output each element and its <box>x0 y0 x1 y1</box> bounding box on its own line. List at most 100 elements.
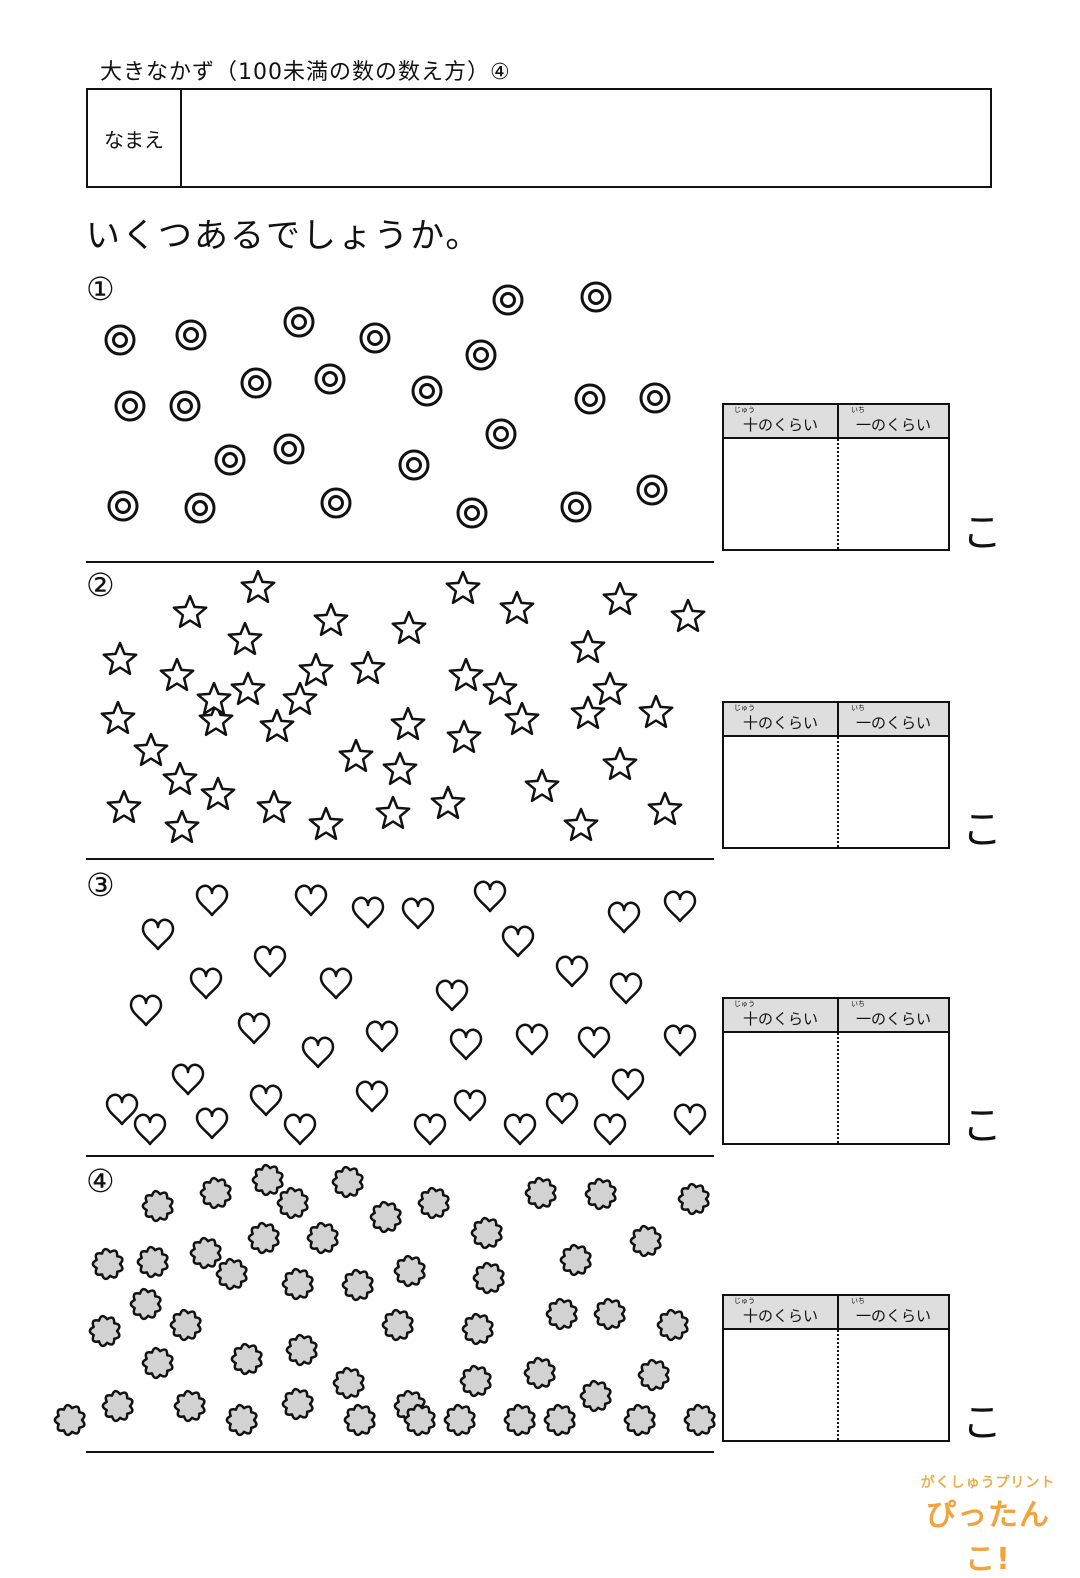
name-box: なまえ <box>86 88 992 188</box>
star-icon <box>382 751 418 786</box>
double-circle-inner-icon <box>222 452 238 468</box>
heart-icon <box>129 994 163 1027</box>
cloud-blob-icon <box>169 1308 202 1342</box>
star-icon <box>602 746 638 781</box>
double-circle-inner-icon <box>464 505 480 521</box>
answer-table-header: じゅう十のくらい いち一のくらい <box>724 999 948 1033</box>
star-icon <box>172 594 208 629</box>
cloud-blob-icon <box>91 1247 124 1281</box>
double-circle-inner-icon <box>588 289 604 305</box>
star-icon <box>391 610 427 645</box>
star-icon <box>350 650 386 685</box>
double-circle-inner-icon <box>419 383 435 399</box>
heart-icon <box>171 1063 205 1096</box>
heart-icon <box>355 1080 389 1113</box>
cloud-blob-icon <box>88 1314 121 1348</box>
cloud-blob-icon <box>276 1186 309 1220</box>
section-divider <box>86 858 714 860</box>
name-label: なまえ <box>88 90 182 186</box>
heart-icon <box>545 1092 579 1125</box>
star-icon <box>563 807 599 842</box>
double-circle-inner-icon <box>322 371 338 387</box>
star-icon <box>445 570 481 605</box>
ones-answer-cell[interactable] <box>839 1330 948 1440</box>
double-circle-inner-icon <box>281 441 297 457</box>
heart-icon <box>449 1028 483 1061</box>
star-icon <box>198 702 234 737</box>
star-icon <box>313 602 349 637</box>
star-icon <box>504 701 540 736</box>
heart-icon <box>365 1020 399 1053</box>
heart-icon <box>453 1089 487 1122</box>
cloud-blob-icon <box>247 1221 280 1255</box>
cloud-blob-icon <box>53 1403 86 1437</box>
tens-ruby: じゅう <box>734 1297 755 1305</box>
star-icon <box>259 708 295 743</box>
star-icon <box>390 706 426 741</box>
star-icon <box>308 806 344 841</box>
answer-table: じゅう十のくらい いち一のくらい <box>722 997 950 1145</box>
star-icon <box>240 569 276 604</box>
star-icon <box>638 694 674 729</box>
heart-icon <box>611 1068 645 1101</box>
cloud-blob-icon <box>381 1308 414 1342</box>
column-divider <box>837 1330 839 1440</box>
double-circle-inner-icon <box>568 499 584 515</box>
tens-header: じゅう十のくらい <box>724 405 839 437</box>
star-icon <box>670 598 706 633</box>
cloud-blob-icon <box>189 1236 222 1270</box>
cloud-blob-icon <box>129 1287 162 1321</box>
cloud-blob-icon <box>545 1297 578 1331</box>
cloud-blob-icon <box>623 1403 656 1437</box>
heart-icon <box>301 1036 335 1069</box>
double-circle-inner-icon <box>406 457 422 473</box>
ones-label: 一のくらい <box>855 714 931 732</box>
column-divider <box>837 439 839 549</box>
cloud-blob-icon <box>559 1243 592 1277</box>
column-divider <box>837 737 839 847</box>
cloud-blob-icon <box>461 1312 494 1346</box>
heart-icon <box>607 901 641 934</box>
cloud-blob-icon <box>593 1297 626 1331</box>
star-icon <box>282 681 318 716</box>
heart-icon <box>515 1023 549 1056</box>
question-number: ④ <box>86 1162 115 1200</box>
double-circle-inner-icon <box>112 332 128 348</box>
brand-logo: がくしゅうプリント ぴったんこ! <box>918 1472 1058 1578</box>
tens-header: じゅう十のくらい <box>724 703 839 735</box>
tens-ruby: じゅう <box>734 704 755 712</box>
star-icon <box>602 581 638 616</box>
question-number: ③ <box>86 866 115 904</box>
double-circle-inner-icon <box>183 327 199 343</box>
tens-ruby: じゅう <box>734 406 755 414</box>
star-icon <box>100 700 136 735</box>
star-icon <box>196 681 232 716</box>
unit-label: こ <box>962 1103 1002 1149</box>
cloud-blob-icon <box>332 1366 365 1400</box>
star-icon <box>200 776 236 811</box>
double-circle-inner-icon <box>582 391 598 407</box>
heart-icon <box>294 884 328 917</box>
cloud-blob-icon <box>306 1221 339 1255</box>
heart-icon <box>663 1024 697 1057</box>
cloud-blob-icon <box>579 1379 612 1413</box>
ones-ruby: いち <box>851 406 865 414</box>
tens-answer-cell[interactable] <box>724 1330 837 1440</box>
ones-header: いち一のくらい <box>837 1296 950 1328</box>
double-circle-inner-icon <box>473 347 489 363</box>
heart-icon <box>501 925 535 958</box>
cloud-blob-icon <box>251 1163 284 1197</box>
tens-header: じゅう十のくらい <box>724 999 839 1031</box>
unit-label: こ <box>962 1400 1002 1446</box>
answer-table-header: じゅう十のくらい いち一のくらい <box>724 1296 948 1330</box>
heart-icon <box>133 1113 167 1146</box>
question-number: ② <box>86 566 115 604</box>
heart-icon <box>401 897 435 930</box>
cloud-blob-icon <box>629 1224 662 1258</box>
unit-label: こ <box>962 510 1002 556</box>
cloud-blob-icon <box>331 1165 364 1199</box>
